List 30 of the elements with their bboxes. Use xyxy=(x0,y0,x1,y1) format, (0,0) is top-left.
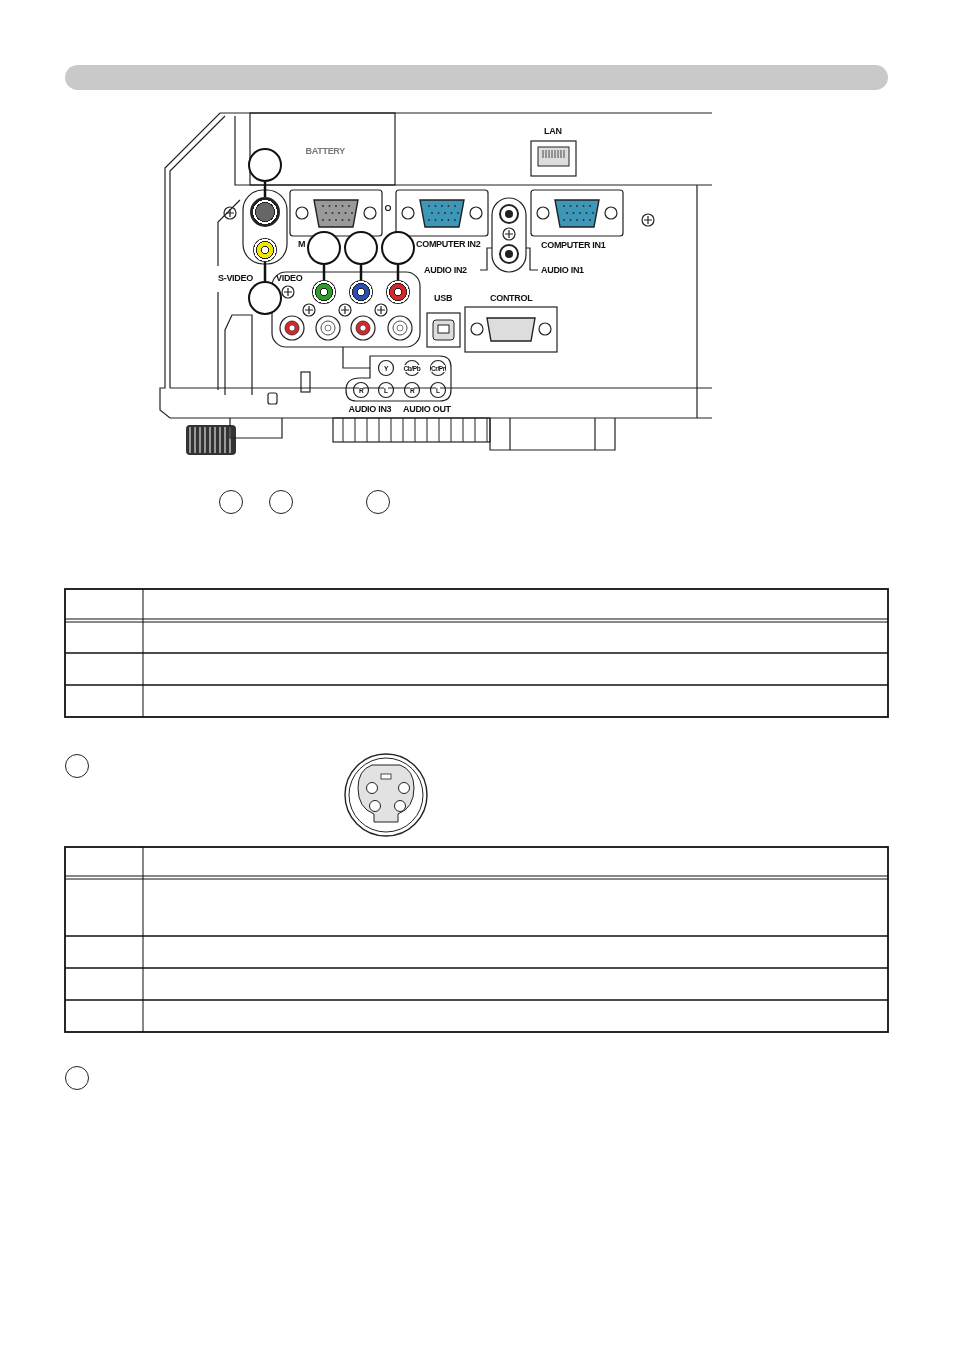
callout-circle xyxy=(307,231,341,265)
reference-circle xyxy=(65,754,89,778)
title-bar xyxy=(65,65,888,90)
port-label: AUDIO IN3 xyxy=(348,403,392,415)
panel-label: BATTERY xyxy=(305,145,345,157)
port-label: CONTROL xyxy=(490,292,533,304)
component-jack xyxy=(386,280,410,304)
reference-circle xyxy=(219,490,243,514)
port-label: VIDEO xyxy=(276,272,303,284)
leader-line xyxy=(263,262,267,281)
port-label: M xyxy=(298,238,306,250)
port-label: S-VIDEO xyxy=(218,272,253,284)
callout-circle xyxy=(381,231,415,265)
port-label: AUDIO IN1 xyxy=(541,264,584,276)
callout-circle xyxy=(248,148,282,182)
port-label: LAN xyxy=(544,125,562,137)
port-label: USB xyxy=(434,292,453,304)
reference-circle xyxy=(366,490,390,514)
port-label: COMPUTER IN2 xyxy=(416,238,481,250)
port-label: AUDIO IN2 xyxy=(424,264,467,276)
reference-circle xyxy=(65,1066,89,1090)
port-label: AUDIO OUT xyxy=(403,403,451,415)
callout-circle xyxy=(344,231,378,265)
svideo-jack xyxy=(250,197,280,227)
reference-circle xyxy=(269,490,293,514)
callout-circle xyxy=(248,281,282,315)
port-label: COMPUTER IN1 xyxy=(541,239,606,251)
component-jack xyxy=(312,280,336,304)
component-jack xyxy=(349,280,373,304)
video-jack xyxy=(253,238,277,262)
